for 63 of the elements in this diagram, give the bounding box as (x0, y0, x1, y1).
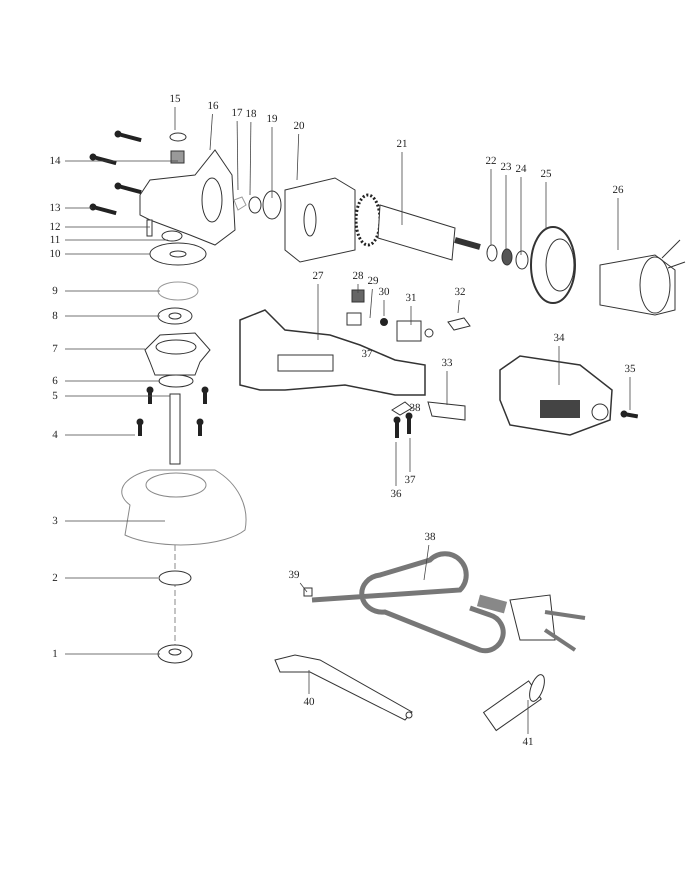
callout-number: 38 (421, 530, 439, 544)
callout-number: 39 (285, 568, 303, 582)
callout-number: 11 (46, 233, 64, 247)
leader-line (446, 370, 448, 406)
callout-number: 8 (46, 309, 64, 323)
callout-number: 41 (519, 735, 537, 749)
leader-line (64, 160, 178, 162)
leader-line (490, 168, 492, 246)
callout-number: 14 (46, 154, 64, 168)
callout-number: 21 (393, 137, 411, 151)
callout-number: 7 (46, 342, 64, 356)
leader-line (424, 544, 430, 580)
leader-line (64, 226, 150, 228)
leader-line (64, 380, 160, 382)
callout-number: 37 (401, 473, 419, 487)
callout-number: 32 (451, 285, 469, 299)
callout-number: 2 (46, 571, 64, 585)
callout-number: 33 (438, 356, 456, 370)
callout-number: 30 (375, 285, 393, 299)
callout-number: 4 (46, 428, 64, 442)
callout-number: 40 (300, 695, 318, 709)
callout-number: 38 (408, 401, 422, 415)
leader-line (558, 346, 560, 386)
leader-line (64, 520, 166, 522)
leader-line (520, 176, 522, 256)
callout-number: 37 (360, 347, 374, 361)
leader-line (236, 120, 238, 190)
callout-number: 9 (46, 284, 64, 298)
callout-number: 19 (263, 112, 281, 126)
leader-line (64, 434, 136, 436)
callout-number: 12 (46, 220, 64, 234)
callout-number: 22 (482, 154, 500, 168)
callout-number: 31 (402, 291, 420, 305)
callout-number: 13 (46, 201, 64, 215)
leader-line (410, 306, 412, 326)
leader-line (296, 134, 300, 180)
callout-number: 35 (621, 362, 639, 376)
callout-number: 16 (204, 99, 222, 113)
leader-line (308, 670, 310, 694)
callout-number: 25 (537, 167, 555, 181)
callout-number: 6 (46, 374, 64, 388)
callout-number: 36 (387, 487, 405, 501)
leader-line (210, 114, 213, 150)
callout-number: 3 (46, 514, 64, 528)
leader-line (300, 582, 308, 592)
callout-number: 10 (46, 247, 64, 261)
callout-number: 27 (309, 269, 327, 283)
callout-number: 26 (609, 183, 627, 197)
callout-number: 34 (550, 331, 568, 345)
leader-line (250, 122, 252, 196)
callout-number: 29 (364, 274, 382, 288)
callout-number: 24 (512, 162, 530, 176)
callout-number: 1 (46, 647, 64, 661)
callout-number: 5 (46, 389, 64, 403)
leader-line (370, 288, 373, 318)
callout-number: 20 (290, 119, 308, 133)
leader-line (458, 300, 460, 314)
callout-number: 15 (166, 92, 184, 106)
leader-line (64, 348, 146, 350)
leader-line (64, 290, 160, 292)
callout-number: 28 (349, 269, 367, 283)
leader-line (174, 106, 176, 130)
callout-number: 23 (497, 160, 515, 174)
